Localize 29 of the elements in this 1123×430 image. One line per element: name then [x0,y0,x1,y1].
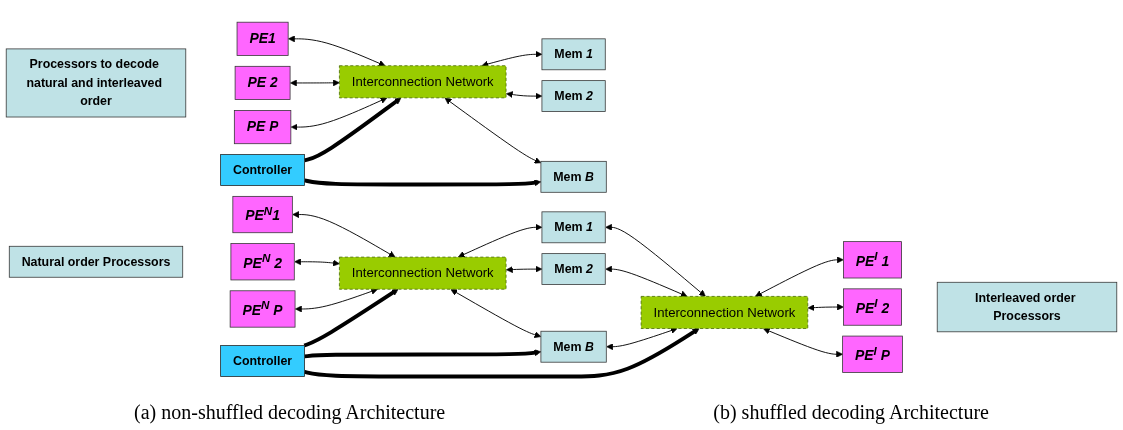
node-box: Mem B [540,161,607,193]
node-box: PE$^{N}$ P [229,290,296,328]
node-box: PE P [233,110,292,145]
node-box: Controller [220,154,305,187]
arrow [303,289,399,348]
node-box: Interconnection Network [339,256,507,290]
node-box: Interconnection Network [640,296,809,330]
node-box: Mem B [540,331,607,363]
node-box: Mem 2 [541,80,606,113]
arrow [304,349,542,359]
node-box: Mem 1 [541,38,606,71]
node-box: PE$^{N}$ 2 [230,243,295,281]
figure-caption: (a) non-shuffled decoding Architecture [134,401,446,424]
node-box: Interconnection Network [339,65,507,99]
node-box: PE1 [236,21,289,56]
node-box: PE$^{I}$ 2 [843,288,902,326]
node-box: Controller [220,345,305,378]
arrow [304,178,542,187]
node-box: PE$^{I}$ P [842,335,903,373]
node-box: Natural order Processors [8,246,184,278]
node-box: Mem 1 [541,211,606,244]
node-box: Mem 2 [541,253,606,286]
node-box: Processors to decode natural and interleaved order [5,48,187,118]
node-box: PE 2 [234,66,291,101]
node-box: PE$^{I}$ 1 [843,241,902,279]
node-box: PE$^{N}$1 [232,196,293,234]
arrow [304,97,402,163]
node-box: Interleaved order Processors [936,282,1118,333]
figure-caption: (b) shuffled decoding Architecture [713,401,989,424]
